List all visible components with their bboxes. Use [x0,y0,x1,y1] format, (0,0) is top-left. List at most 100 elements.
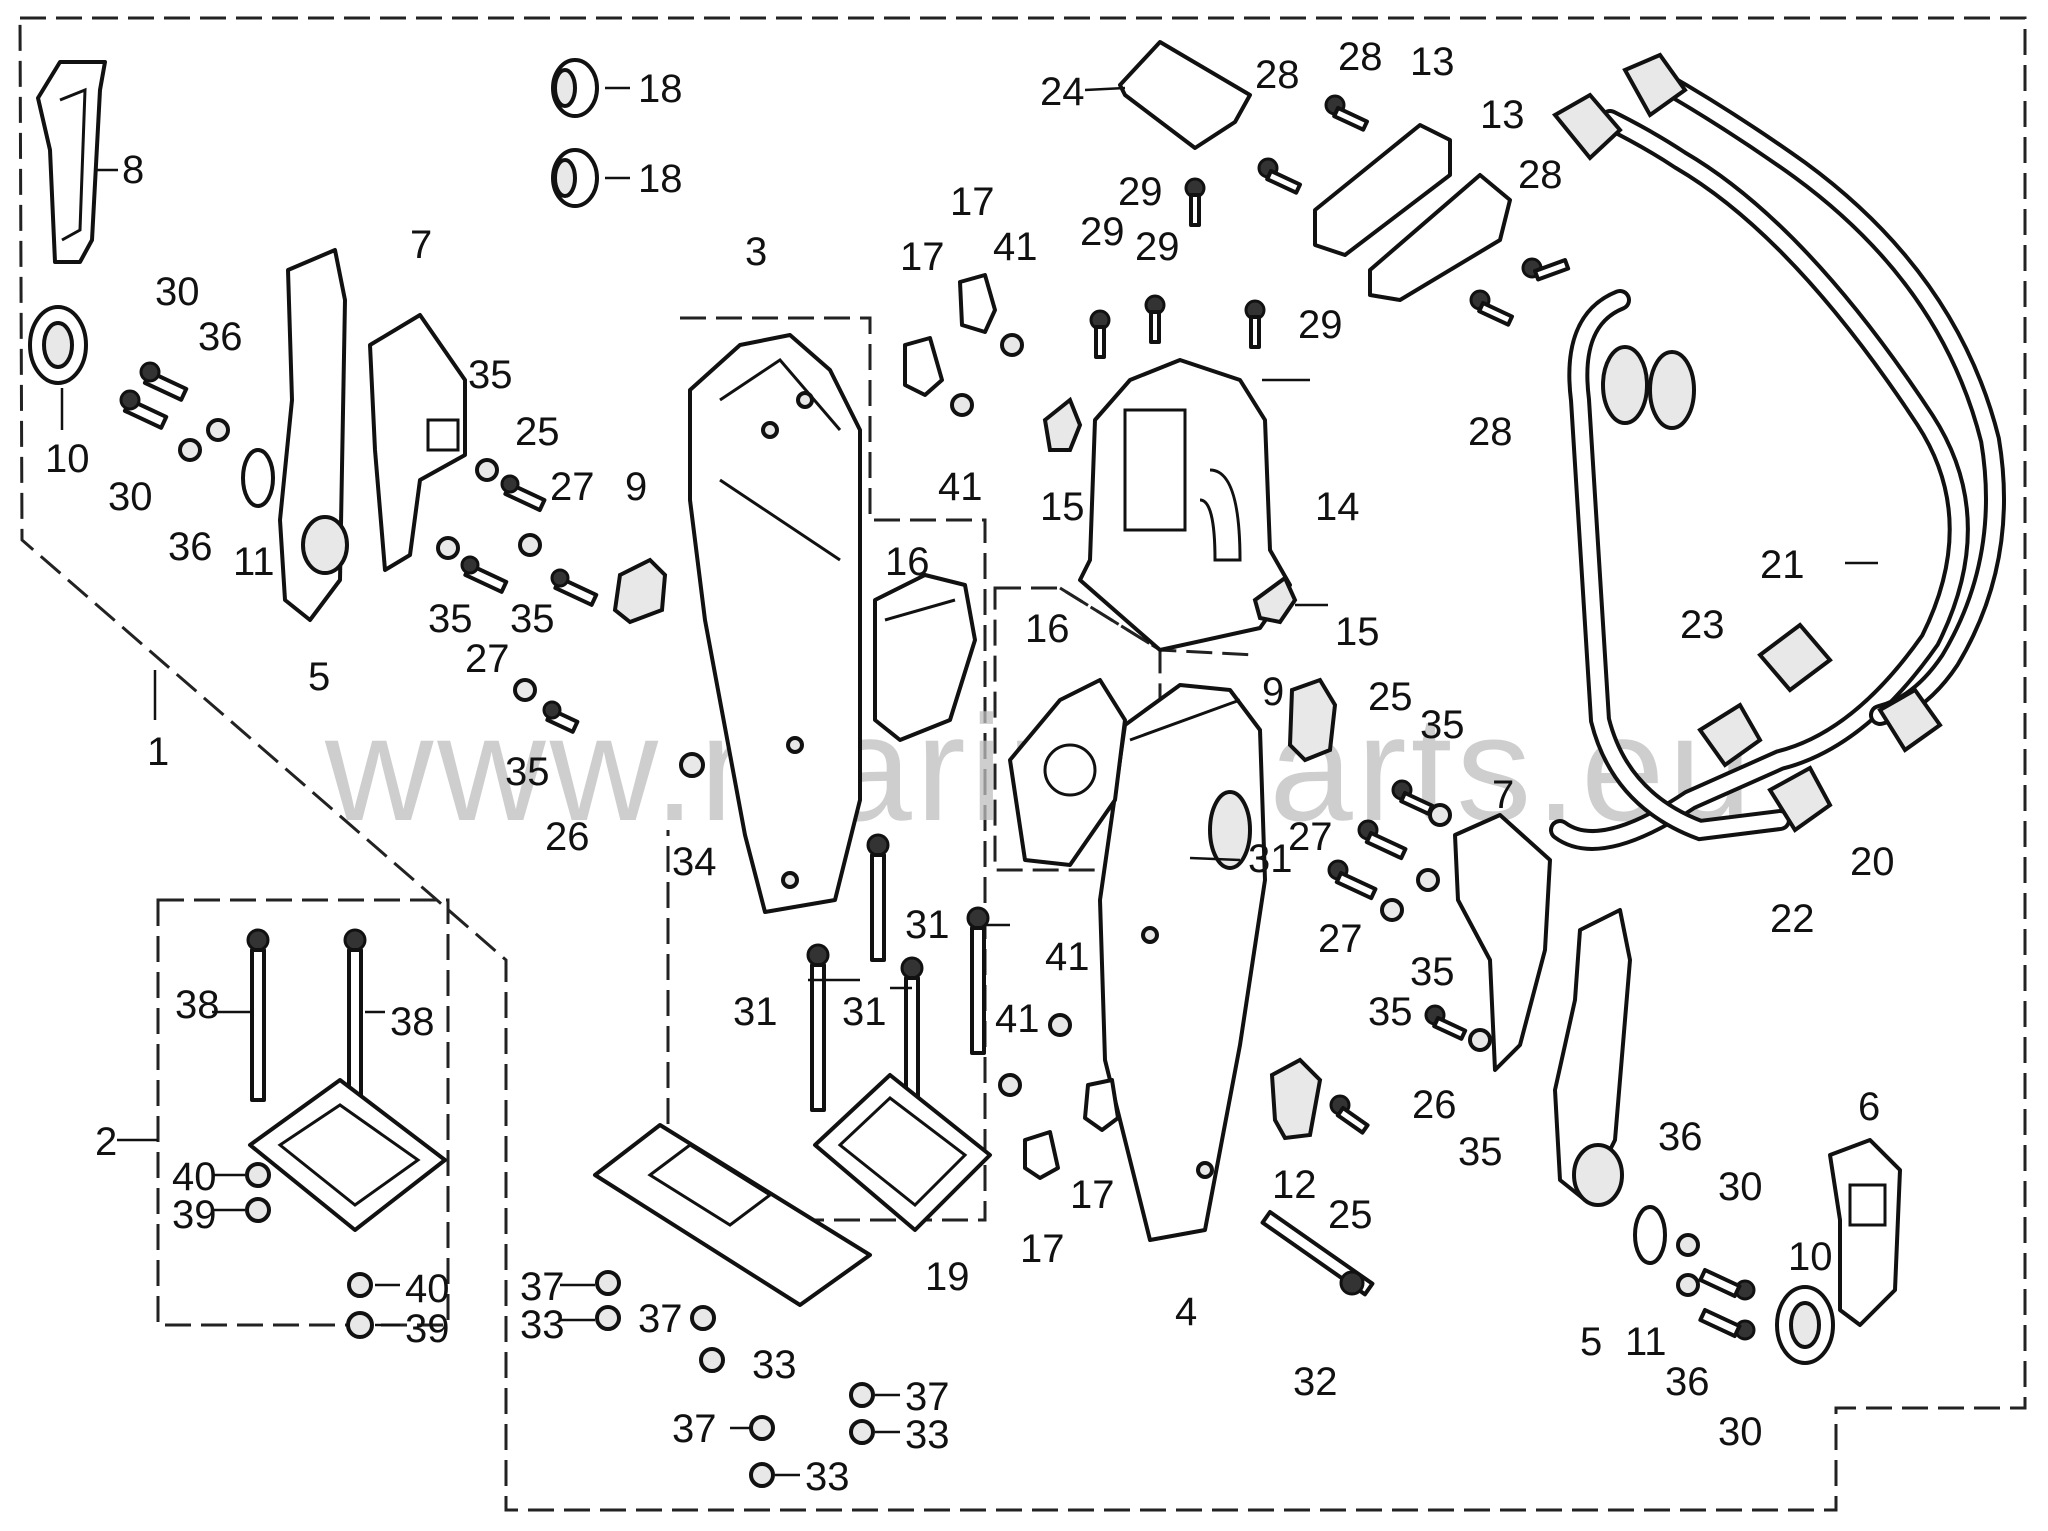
callout-30-b: 30 [108,475,153,519]
callout-39-b: 39 [405,1307,450,1351]
callout-27-d: 27 [1318,917,1363,961]
callout-15: 15 [1040,485,1085,529]
callout-35-g: 35 [1368,990,1413,1034]
callout-9-b: 9 [1262,670,1284,714]
callout-16-b: 16 [1025,607,1070,651]
callout-17: 17 [900,235,945,279]
housing-4 [1098,683,1267,1242]
ring-terminal-a [1601,345,1649,425]
bolt-27-a [460,555,509,594]
callout-35-e: 35 [1420,703,1465,747]
callout-9: 9 [625,465,647,509]
callout-29-c: 29 [1135,225,1180,269]
clip-17-b [958,273,997,334]
bolt-30-c [1698,1268,1756,1301]
gasket-19-inner [837,1096,968,1208]
frame-2 [248,1078,447,1232]
bolt-32 [1260,1210,1375,1297]
callout-11-b: 11 [1625,1320,1667,1364]
housing-3 [688,333,862,914]
housing-4-hole-a [1141,926,1159,944]
clip-17-a [903,336,944,397]
nut-37-d [749,1415,775,1441]
bracket-13-a [1313,123,1452,257]
callout-37-b: 37 [638,1297,683,1341]
callout-35-c: 35 [510,597,555,641]
callout-30-d: 30 [1718,1410,1763,1454]
callout-33: 33 [520,1303,565,1347]
screw-29-b [1089,309,1111,359]
callout-28-c: 28 [1518,153,1563,197]
callout-17-b: 17 [950,180,995,224]
screw-28-b [1257,157,1303,195]
nut-35-h [1468,1028,1492,1052]
screw-28-a [1324,94,1370,132]
callout-15-b: 15 [1335,610,1380,654]
callouts: 8 10 30 36 30 36 11 5 7 35 25 27 35 27 3… [45,35,1895,1499]
base-plate-opening [647,1143,773,1227]
connector-22-a [1697,702,1763,768]
cover-14-slot [1199,468,1242,562]
base-plate-group [593,833,992,1488]
callout-28-b: 28 [1338,35,1383,79]
gasket-19 [813,1073,992,1232]
callout-1: 1 [147,730,169,774]
callout-10: 10 [45,437,90,481]
callout-26-b: 26 [1412,1083,1457,1127]
bolt-31-b [966,906,990,1055]
callout-14: 14 [1315,485,1360,529]
callout-38-b: 38 [390,1000,435,1044]
nut-33-d [749,1462,775,1488]
lever-handle-8-inner [59,87,87,242]
callout-18: 18 [638,67,683,111]
screw-29-d [1244,299,1266,349]
callout-35-f: 35 [1410,950,1455,994]
leader-lines [60,86,1878,1477]
cable-22-core [1571,293,1787,838]
bolt-30-b [119,389,169,430]
callout-36-c: 36 [1658,1115,1703,1159]
callout-25: 25 [515,410,560,454]
callout-5-b: 5 [1580,1320,1602,1364]
nut-39-a [245,1197,271,1223]
callout-10-b: 10 [1788,1235,1833,1279]
callout-27-b: 27 [465,637,510,681]
callout-31-c: 31 [733,990,778,1034]
lever-arm-5-b-hub [1572,1143,1624,1207]
callout-16: 16 [885,540,930,584]
callout-33-b: 33 [752,1343,797,1387]
button-18-a [551,58,599,118]
nut-41-b [950,393,974,417]
ring-terminal-b [1648,350,1696,430]
callout-37: 37 [520,1265,565,1309]
gear-plate-16-a-edge [884,598,956,622]
nut-35-b [436,536,460,560]
leader-31-a [1189,856,1241,862]
box-2-group [245,928,447,1339]
callout-39: 39 [172,1193,217,1237]
housing-4-group [998,677,1375,1297]
bolt-38-a [246,928,270,1102]
bolt-30-a [139,361,189,402]
callout-41-b: 41 [938,465,983,509]
callout-28-d: 28 [1468,410,1513,454]
callout-36: 36 [198,315,243,359]
callout-25-c: 25 [1328,1193,1373,1237]
nut-35-c [518,533,542,557]
callout-25-b: 25 [1368,675,1413,719]
callout-30-c: 30 [1718,1165,1763,1209]
screw-28-c [1521,257,1571,282]
cover-14-group [903,40,1571,652]
callout-6: 6 [1858,1085,1880,1129]
nut-37-a [595,1270,621,1296]
nut-41-d [998,1073,1022,1097]
callout-33-c: 33 [905,1413,950,1457]
callout-11: 11 [233,540,275,584]
nut-35-e [1428,803,1452,827]
nut-36-c [1676,1233,1700,1257]
callout-33-d: 33 [805,1455,850,1499]
callout-17-c: 17 [1070,1173,1115,1217]
housing-3-hole-d [781,871,799,889]
callout-35-h: 35 [1458,1130,1503,1174]
nut-35-d [513,678,537,702]
